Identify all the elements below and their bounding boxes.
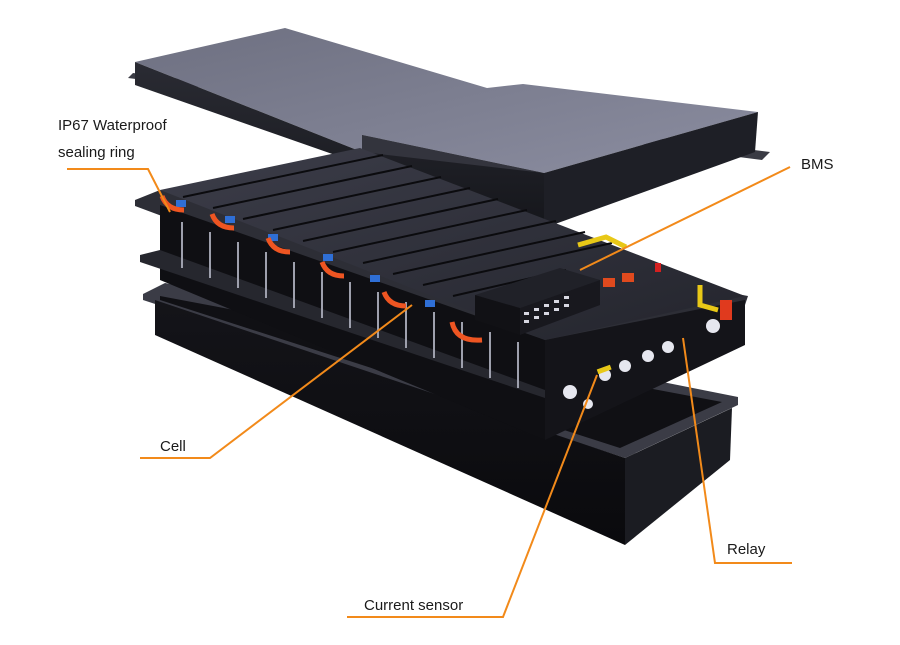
callout-line-ip67 bbox=[67, 168, 171, 213]
red-terminal bbox=[720, 300, 732, 320]
bms-ports bbox=[524, 296, 569, 323]
callout-lines bbox=[67, 166, 792, 618]
module-right-wall bbox=[545, 300, 745, 440]
label-ip67-line1: IP67 Waterproof bbox=[58, 117, 167, 134]
label-cell: Cell bbox=[160, 438, 186, 455]
label-bms: BMS bbox=[801, 156, 834, 173]
yellow-handle bbox=[577, 234, 628, 250]
callout-line-relay bbox=[682, 337, 792, 564]
label-ip67-line2: sealing ring bbox=[58, 144, 135, 161]
bms-box-front bbox=[475, 295, 520, 335]
bms-box-side bbox=[520, 280, 600, 335]
fuse bbox=[655, 263, 661, 272]
top-cover-top-face bbox=[135, 28, 758, 173]
label-relay: Relay bbox=[727, 541, 766, 558]
callout-line-current-sensor bbox=[347, 374, 598, 618]
top-cover-right-face bbox=[544, 112, 758, 228]
bottom-tray-right-face bbox=[625, 408, 732, 545]
yellow-handle bbox=[697, 285, 719, 313]
label-current-sensor: Current sensor bbox=[364, 597, 464, 614]
cell-stripes bbox=[182, 154, 613, 297]
callout-line-cell bbox=[140, 304, 413, 459]
current-sensor-body bbox=[596, 364, 612, 375]
top-cover-step-face bbox=[362, 135, 544, 173]
battery-module bbox=[135, 148, 748, 440]
cell-connectors bbox=[176, 200, 435, 307]
module-lower-rail bbox=[140, 250, 545, 398]
callout-line-bms bbox=[579, 166, 791, 271]
bms-connector bbox=[603, 278, 615, 287]
bms-unit bbox=[475, 263, 661, 335]
bms-box-top bbox=[475, 268, 600, 308]
bms-connector bbox=[622, 273, 634, 282]
top-cover bbox=[128, 28, 770, 228]
bottom-tray-front-face bbox=[155, 300, 625, 545]
